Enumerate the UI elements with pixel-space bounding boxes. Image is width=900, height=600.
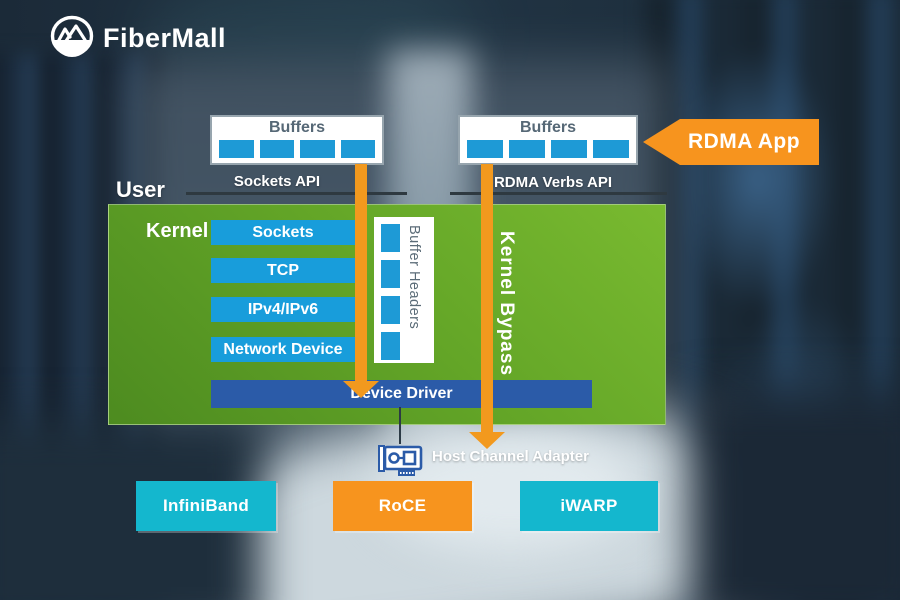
device-driver-bar: Device Driver: [211, 380, 592, 408]
buffer-cell: [219, 140, 254, 158]
buffer-cells-row: [460, 137, 636, 158]
stack-item-network-device: Network Device: [211, 337, 355, 362]
buffer-cell: [300, 140, 335, 158]
buffer-cell: [467, 140, 503, 158]
fibermall-logo-icon: [50, 14, 94, 63]
background-dark-bottom-right: [690, 390, 900, 600]
kernel-bypass-label: Kernel Bypass: [496, 231, 517, 377]
buffer-cell: [259, 140, 294, 158]
buffer-cell: [551, 140, 587, 158]
buffer-header-cell: [381, 296, 400, 324]
sockets-api-line: [186, 192, 407, 195]
buffer-header-cells: [374, 217, 400, 363]
stack-item-sockets: Sockets: [211, 220, 355, 245]
device-driver-connector-line: [399, 407, 401, 444]
kernel-label: Kernel: [146, 220, 209, 242]
buffers-title: Buffers: [268, 119, 325, 136]
host-channel-adapter-label: Host Channel Adapter: [432, 448, 589, 465]
buffer-cell: [340, 140, 375, 158]
sockets-api-label: Sockets API: [233, 173, 321, 190]
buffer-header-cell: [381, 224, 400, 252]
network-card-icon: [377, 441, 423, 482]
buffer-header-cell: [381, 332, 400, 360]
kernel-box: Kernel Sockets TCP IPv4/IPv6 Network Dev…: [108, 204, 666, 425]
user-label: User: [116, 177, 165, 202]
buffer-headers-label: Buffer Headers: [406, 225, 422, 330]
background-server-rack-right: [645, 0, 900, 600]
buffer-cell: [593, 140, 629, 158]
brand-name: FiberMall: [103, 23, 227, 53]
stack-item-ipv4-ipv6: IPv4/IPv6: [211, 297, 355, 322]
buffer-cells-row: [212, 137, 382, 158]
transport-box-roce: RoCE: [333, 481, 472, 531]
rdma-app-arrow: RDMA App: [643, 119, 819, 165]
buffer-header-cell: [381, 260, 400, 288]
buffer-headers-box: Buffer Headers: [374, 217, 434, 363]
fibermall-logo: FiberMall: [50, 14, 226, 63]
transport-box-iwarp: iWARP: [520, 481, 658, 531]
buffers-box-right: Buffers: [458, 115, 638, 165]
stack-item-tcp: TCP: [211, 258, 355, 283]
buffer-cell: [509, 140, 545, 158]
transport-box-infiniband: InfiniBand: [136, 481, 276, 531]
buffers-title: Buffers: [519, 119, 576, 136]
buffers-box-left: Buffers: [210, 115, 384, 165]
